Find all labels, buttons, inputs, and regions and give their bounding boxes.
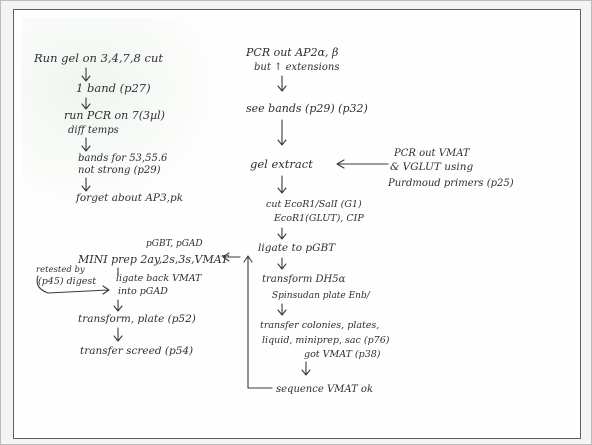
notebook-page: Run gel on 3,4,7,8 cut 1 band (p27) run … — [13, 9, 581, 439]
left-note-digest: (p45) digest — [38, 276, 96, 287]
right-note-transfer-colonies: transfer colonies, plates, — [260, 320, 379, 331]
right-note-spinsudan: Spinsudan plate Enb/ — [272, 291, 371, 301]
right-note-pcr-out-ap2: PCR out AP2α, β — [245, 46, 338, 59]
arrow-down-icon — [301, 361, 311, 376]
right-note-vglut: & VGLUT using — [390, 161, 474, 173]
left-note-bands-for: bands for 53,55.6 — [78, 153, 168, 164]
left-note-not-strong: not strong (p29) — [78, 165, 161, 176]
left-note-one-band: 1 band (p27) — [76, 81, 151, 95]
arrow-down-icon — [81, 137, 91, 152]
right-note-cut-ecor1: cut EcoR1/SalI (G1) — [266, 199, 362, 210]
paper-tint — [22, 18, 232, 218]
left-note-forget: forget about AP3,pk — [75, 192, 183, 204]
right-note-got-vmat: got VMAT (p38) — [304, 349, 381, 360]
right-note-ligate-pgbt: ligate to pGBT — [258, 242, 336, 254]
right-note-gel-extract: gel extract — [250, 157, 313, 171]
left-note-retested: retested by — [36, 265, 85, 275]
left-note-run-gel: Run gel on 3,4,7,8 cut — [33, 51, 163, 65]
arrow-down-icon — [113, 327, 123, 342]
right-note-sequence-vmat: sequence VMAT ok — [276, 384, 373, 395]
arrow-down-icon — [81, 97, 91, 110]
arrow-down-icon — [277, 175, 287, 194]
right-note-pcr-out-vmat: PCR out VMAT — [393, 148, 471, 159]
right-note-see-bands: see bands (p29) (p32) — [246, 102, 368, 115]
left-note-transform-plate: transform, plate (p52) — [78, 313, 196, 325]
right-note-extensions: but ↑ extensions — [254, 62, 339, 73]
arrow-up-icon — [243, 255, 253, 263]
arrow-down-icon — [277, 119, 287, 146]
arrow-down-icon — [277, 303, 287, 316]
arrow-left-icon — [222, 252, 241, 262]
left-note-ligate-back: ligate back VMAT — [116, 273, 202, 284]
left-note-transfer-screed: transfer screed (p54) — [80, 345, 193, 357]
left-note-pgbt-pgad: pGBT, pGAD — [146, 239, 203, 249]
arrow-down-icon — [81, 177, 91, 192]
arrow-down-icon — [277, 75, 287, 92]
right-note-transform-dh5a: transform DH5α — [262, 274, 346, 285]
left-note-miniprep: MINI prep 2ay,2s,3s,VMAT — [77, 253, 230, 266]
left-note-into-pgad: into pGAD — [118, 286, 168, 297]
left-note-diff-temps: diff temps — [68, 125, 119, 136]
right-note-liquid-miniprep: liquid, miniprep, sac (p76) — [262, 335, 390, 346]
arrow-down-icon — [277, 227, 287, 240]
right-note-cip: EcoR1(GLUT), CIP — [273, 213, 364, 224]
feedback-loop-line — [247, 256, 273, 389]
handwritten-notes: Run gel on 3,4,7,8 cut 1 band (p27) run … — [33, 46, 514, 395]
arrow-left-icon — [336, 159, 389, 169]
left-note-run-pcr: run PCR on 7(3µl) — [64, 109, 165, 122]
arrow-down-icon — [81, 67, 91, 82]
arrow-down-icon — [113, 299, 123, 312]
arrow-down-icon — [277, 257, 287, 270]
curved-arrow-icon — [36, 275, 110, 295]
right-note-primers: Purdmoud primers (p25) — [387, 178, 514, 189]
